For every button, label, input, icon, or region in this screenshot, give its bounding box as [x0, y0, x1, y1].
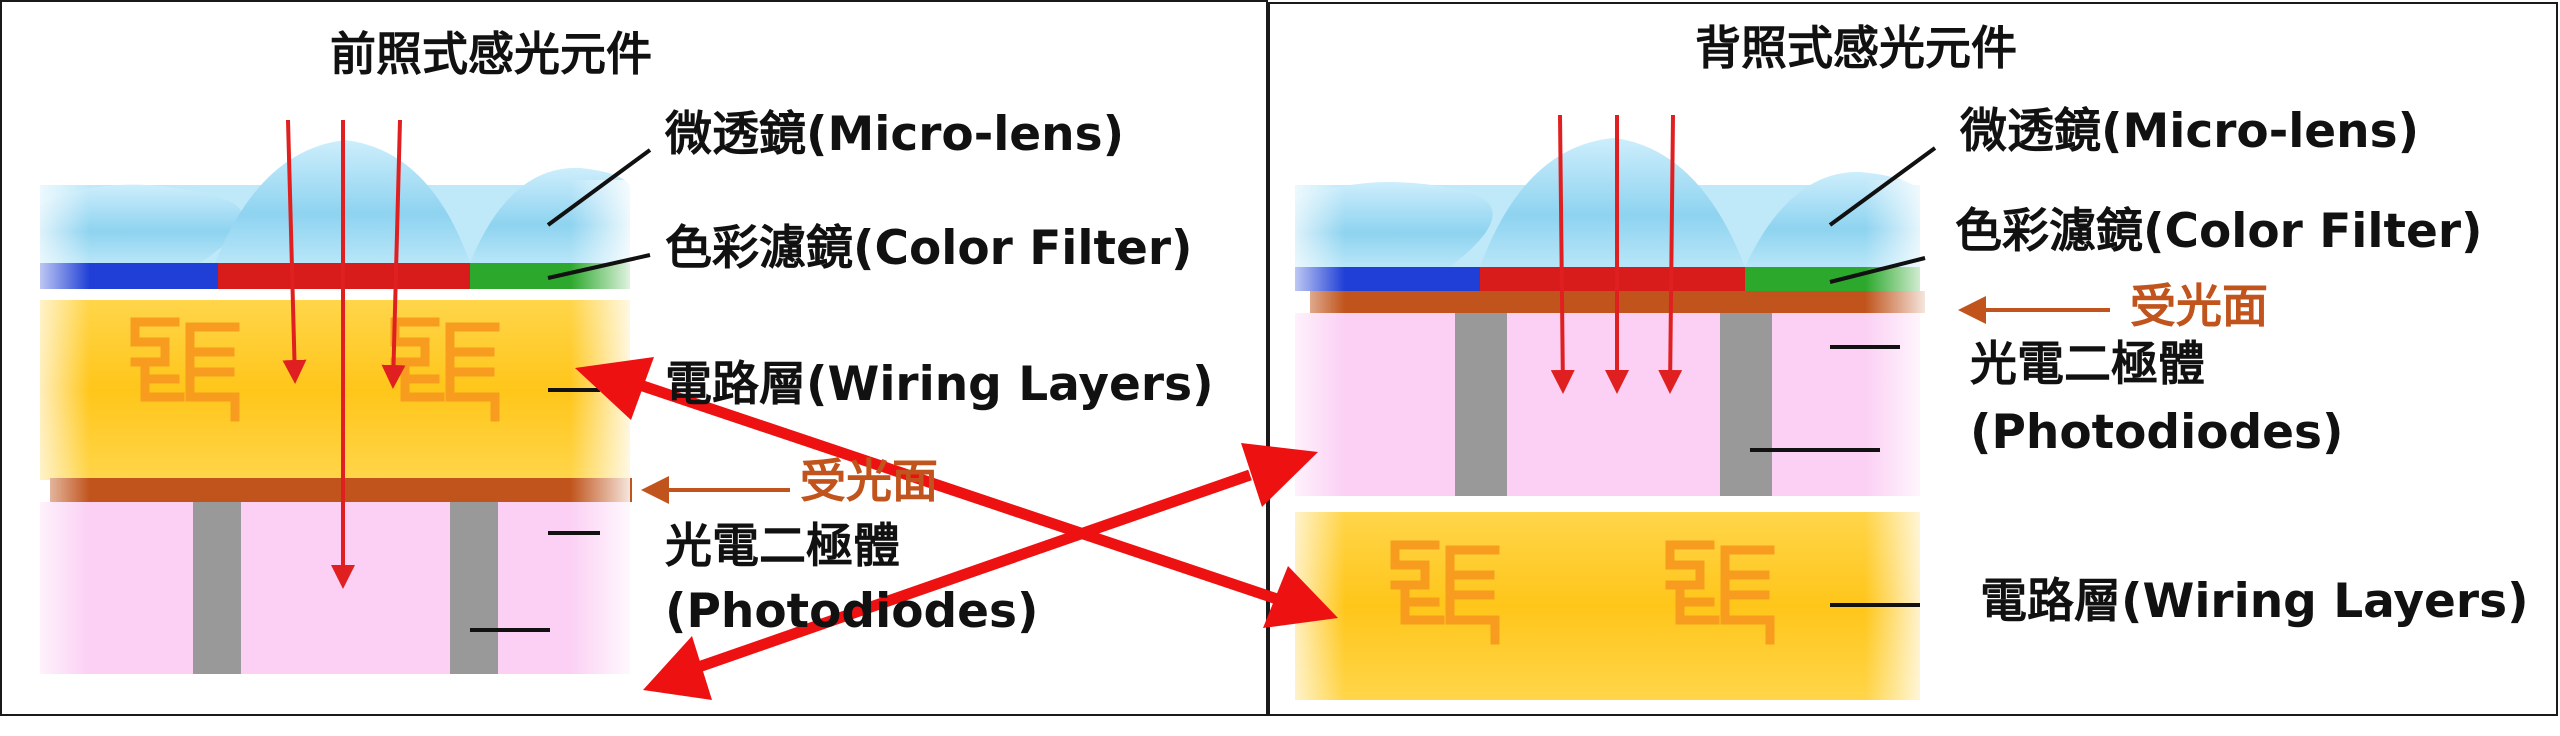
- back-wiring-layer: [1295, 512, 1920, 700]
- swap-arrowhead-to-front-wiring: [575, 357, 654, 420]
- front-photodiode-label-2: (Photodiodes): [665, 584, 1039, 639]
- front-photodiode-label-1: 光電二極體: [665, 519, 900, 574]
- front-photodiode-layer: [40, 502, 630, 674]
- back-photodiode-label-2: (Photodiodes): [1970, 405, 2344, 460]
- front-leader-lines: [470, 148, 652, 632]
- front-wiring-layer: [40, 300, 630, 480]
- front-light-rays: [282, 119, 406, 589]
- back-photodiode-label-1: 光電二極體: [1970, 337, 2205, 392]
- back-color-filter-label: 色彩濾鏡(Color Filter): [1955, 204, 2483, 259]
- back-photodiode-layer: [1295, 313, 1920, 496]
- back-color-filter: [1295, 267, 1920, 291]
- front-color-filter: [40, 263, 630, 289]
- swap-arrowhead-to-back-wiring: [1263, 566, 1338, 628]
- front-wiring-label: 電路層(Wiring Layers): [665, 357, 1214, 412]
- back-microlens-label: 微透鏡(Micro-lens): [1960, 104, 2420, 159]
- back-title: 背照式感光元件: [1695, 21, 2017, 75]
- swap-arrowhead-to-front-photodiode: [643, 636, 712, 700]
- front-light-face-label: 受光面: [800, 454, 938, 508]
- back-wiring-label: 電路層(Wiring Layers): [1980, 574, 2529, 629]
- back-leader-lines: [1750, 146, 1937, 607]
- back-light-face-label: 受光面: [2130, 279, 2268, 333]
- front-color-filter-label: 色彩濾鏡(Color Filter): [665, 221, 1193, 276]
- back-light-rays: [1550, 114, 1683, 394]
- front-microlens-label: 微透鏡(Micro-lens): [665, 107, 1125, 162]
- front-lens-layer: [40, 140, 630, 263]
- swap-arrowhead-to-back-photodiode: [1241, 443, 1318, 507]
- back-lens-layer: [1295, 138, 1920, 267]
- front-title: 前照式感光元件: [330, 27, 652, 81]
- back-micro-lens: [1480, 138, 1745, 267]
- swap-arrows: [575, 357, 1338, 700]
